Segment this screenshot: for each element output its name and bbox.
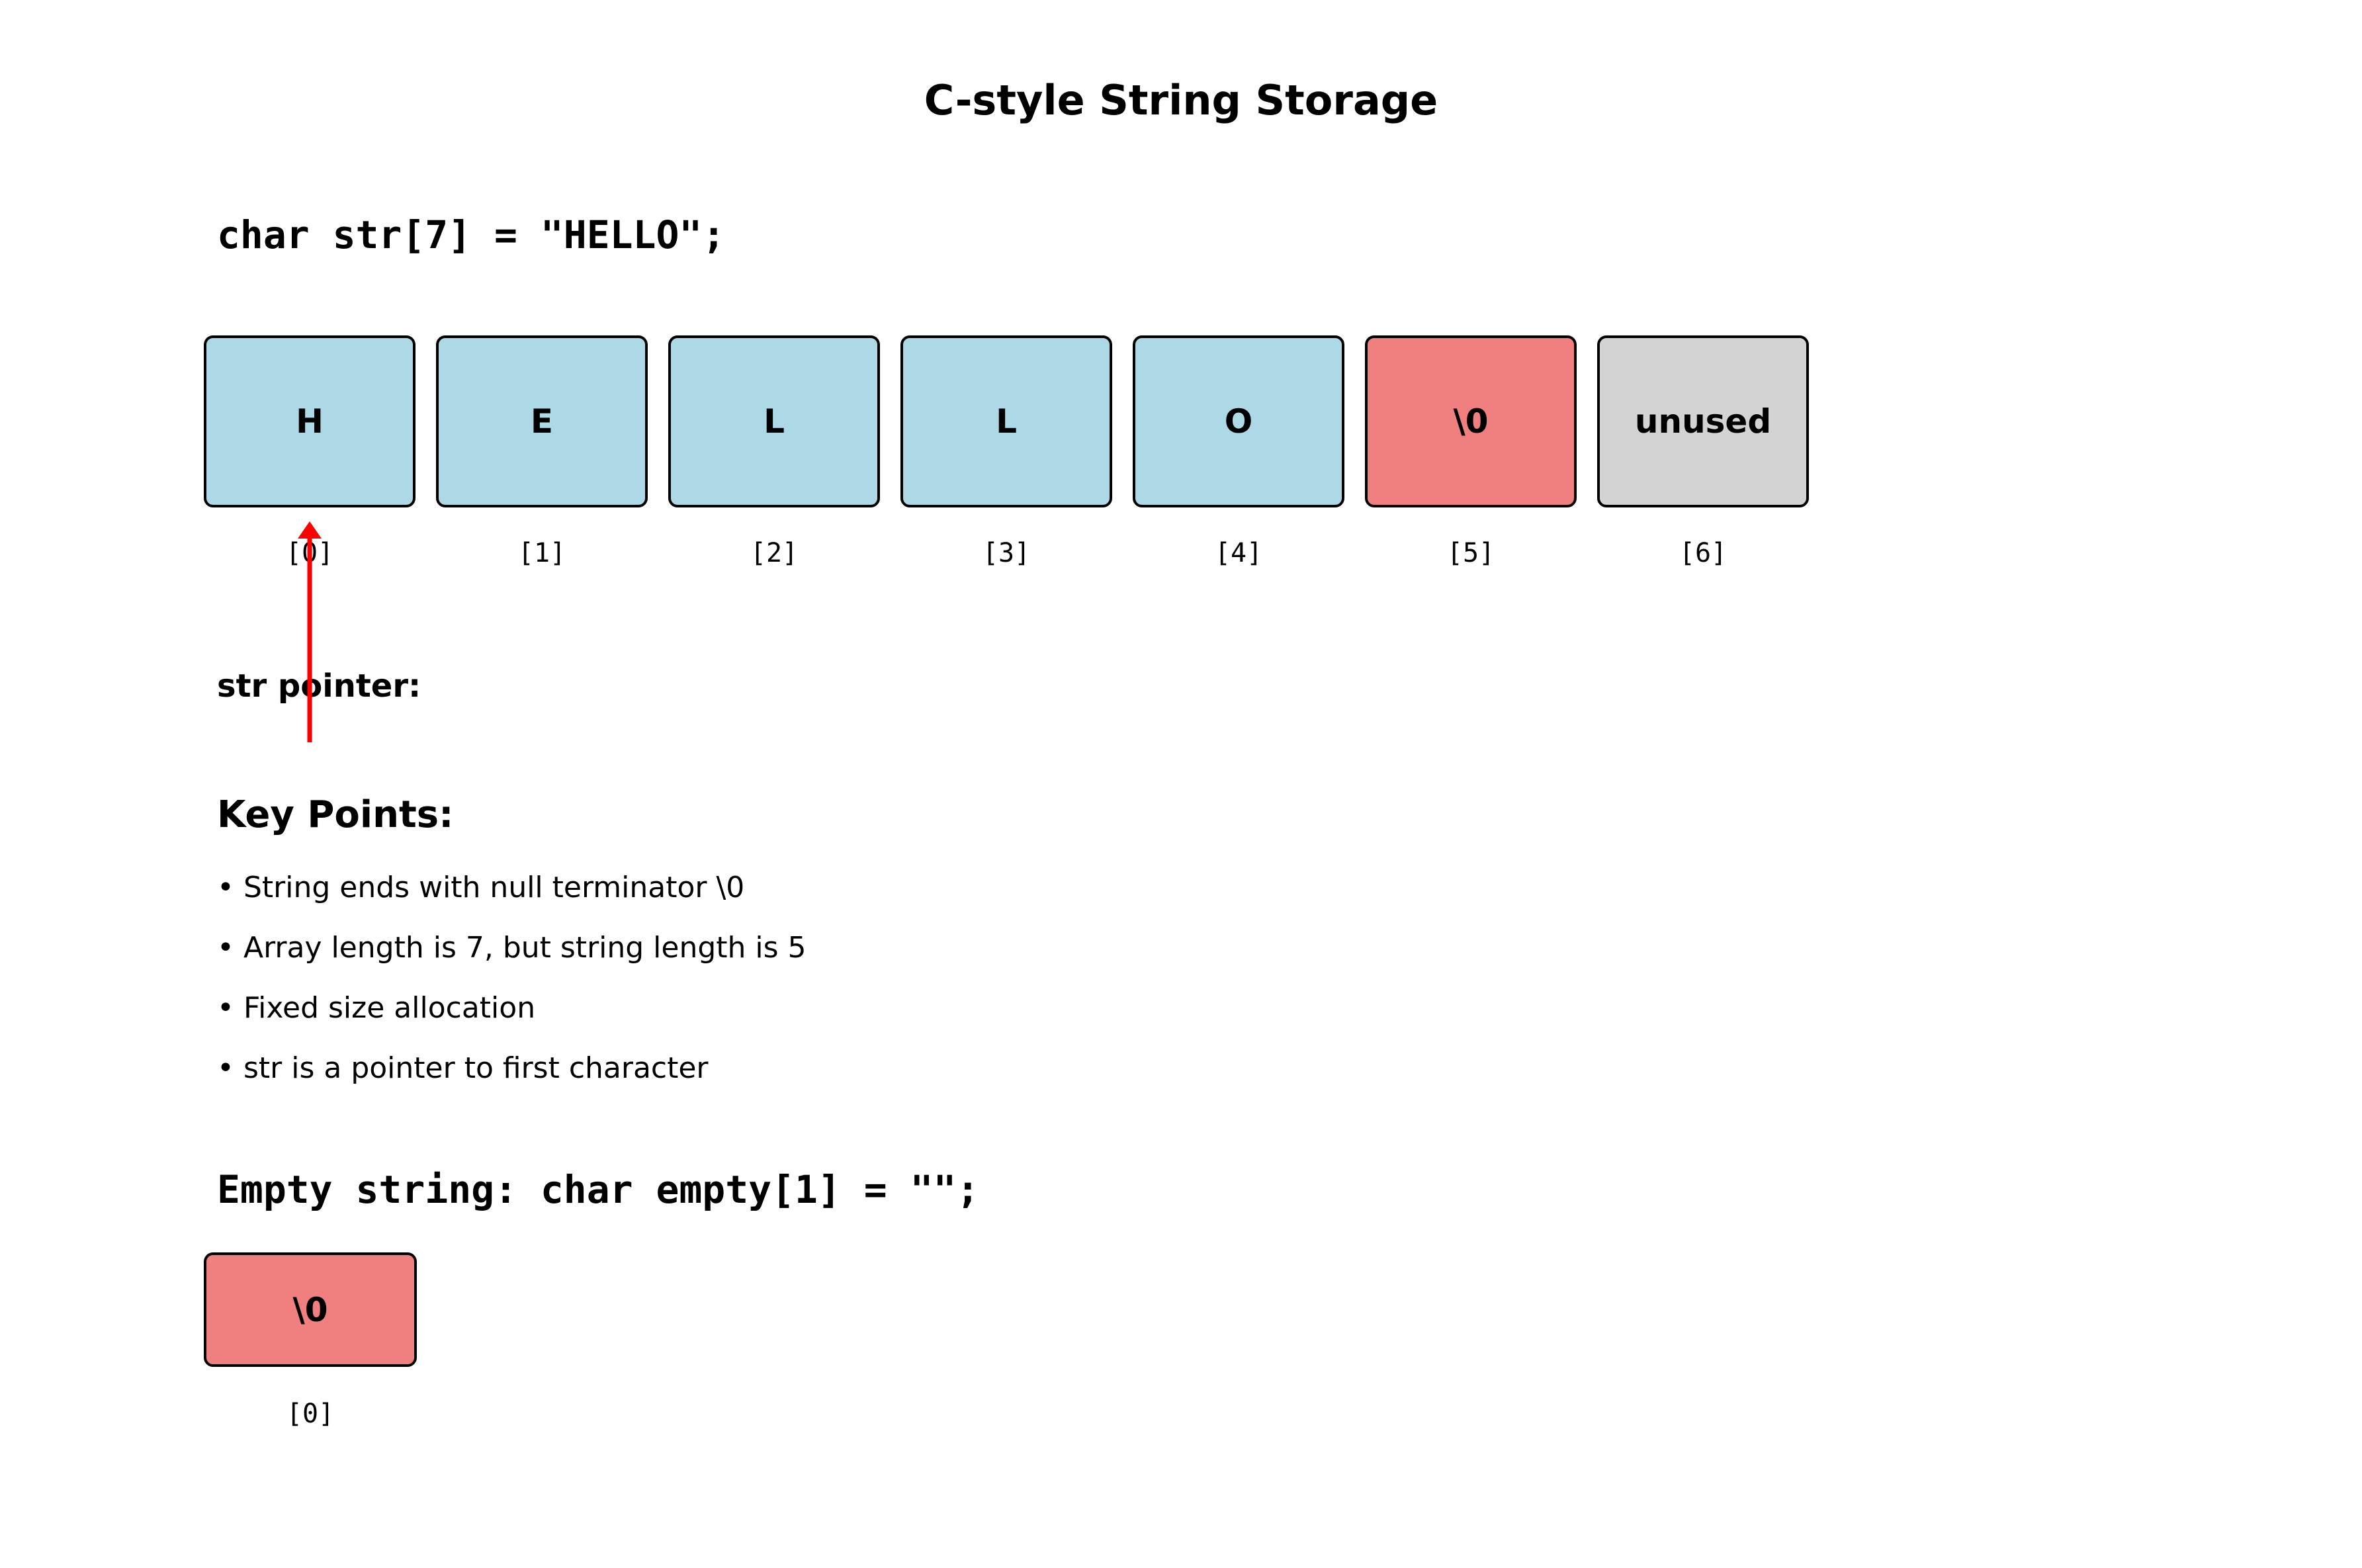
str-pointer-label: str pointer: — [217, 668, 421, 705]
empty-string-cell-null-terminator: \0 — [204, 1252, 417, 1367]
array-cell-5-null-terminator: \0 — [1365, 335, 1577, 507]
key-points-heading: Key Points: — [217, 793, 454, 836]
cell-char-label: O — [1224, 402, 1253, 441]
array-cell-3: L — [900, 335, 1112, 507]
key-point-item: Fixed size allocation — [217, 978, 807, 1038]
cell-char-label: unused — [1634, 402, 1772, 441]
index-label-row: [0] [1] [2] [3] [4] [5] [6] — [204, 537, 1809, 569]
empty-cell-index-label: [0] — [286, 1399, 335, 1429]
array-cell-4: O — [1133, 335, 1344, 507]
array-cell-0: H — [204, 335, 416, 507]
cell-char-label: \0 — [1453, 402, 1489, 441]
empty-string-code: Empty string: char empty[1] = ""; — [217, 1167, 980, 1212]
cell-index-label: [5] — [1446, 538, 1495, 568]
cell-char-label: E — [530, 402, 554, 441]
key-points-list: String ends with null terminator \0 Arra… — [217, 857, 807, 1098]
cell-index-label: [2] — [750, 538, 799, 568]
array-cell-6-unused: unused — [1597, 335, 1809, 507]
memory-cell-row: H E L L O \0 unused — [204, 335, 1809, 507]
cell-index-label: [3] — [982, 538, 1031, 568]
cell-char-label: H — [296, 402, 324, 441]
key-point-item: str is a pointer to first character — [217, 1038, 807, 1098]
array-cell-2: L — [668, 335, 880, 507]
array-cell-1: E — [436, 335, 648, 507]
cell-index-label: [6] — [1679, 538, 1728, 568]
key-point-item: Array length is 7, but string length is … — [217, 918, 807, 978]
key-point-item: String ends with null terminator \0 — [217, 857, 807, 918]
cell-index-label: [4] — [1214, 538, 1263, 568]
cell-index-label: [0] — [285, 538, 334, 568]
page-title: C-style String Storage — [924, 76, 1438, 124]
cell-char-label: L — [764, 402, 785, 441]
declaration-code: char str[7] = "HELLO"; — [217, 212, 726, 257]
cell-char-label: \0 — [292, 1290, 328, 1329]
cell-char-label: L — [996, 402, 1017, 441]
cell-index-label: [1] — [517, 538, 566, 568]
